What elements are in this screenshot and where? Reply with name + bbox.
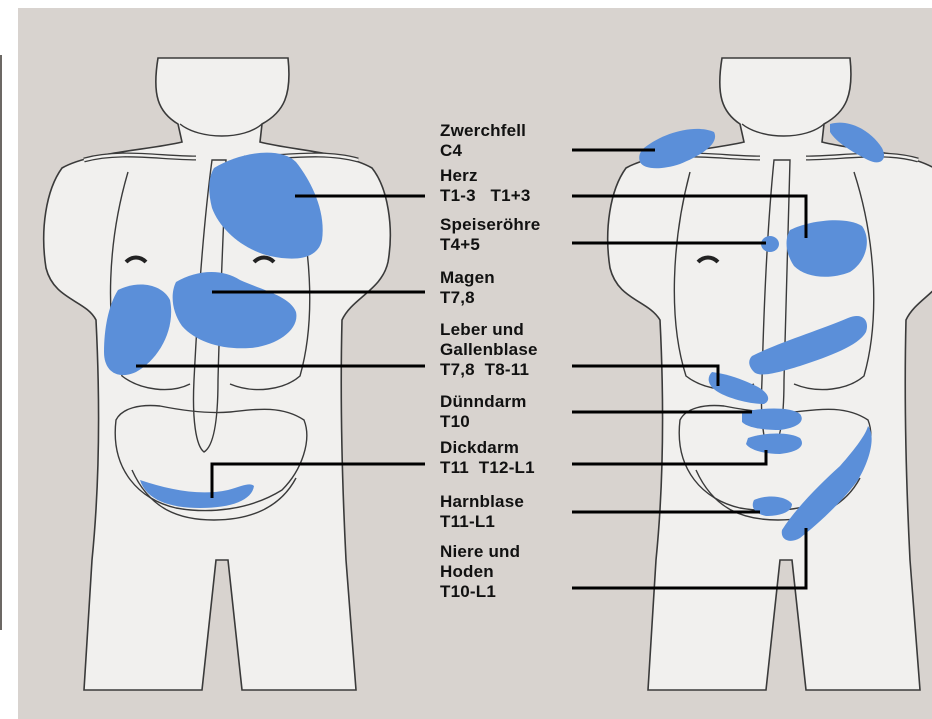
label-speiseroehre-line-2: T4+5 (440, 235, 540, 255)
label-harnblase-line-2: T11-L1 (440, 512, 524, 532)
label-harnblase-line-1: Harnblase (440, 492, 524, 512)
label-leber-line-2: Gallenblase (440, 340, 538, 360)
label-zwerchfell-line-2: C4 (440, 141, 526, 161)
label-niere-line-1: Niere und (440, 542, 520, 562)
label-harnblase: Harnblase T11-L1 (440, 492, 524, 532)
label-leber-line-1: Leber und (440, 320, 538, 340)
label-zwerchfell: Zwerchfell C4 (440, 121, 526, 161)
label-herz-line-1: Herz (440, 166, 531, 186)
label-herz-line-2: T1-3 T1+3 (440, 186, 531, 206)
label-niere-line-2: Hoden (440, 562, 520, 582)
label-dickdarm: Dickdarm T11 T12-L1 (440, 438, 535, 478)
label-duenndarm-line-1: Dünndarm (440, 392, 527, 412)
back-heart-area (787, 220, 867, 277)
label-herz: Herz T1-3 T1+3 (440, 166, 531, 206)
label-duenndarm: Dünndarm T10 (440, 392, 527, 432)
label-magen-line-1: Magen (440, 268, 495, 288)
label-dickdarm-line-1: Dickdarm (440, 438, 535, 458)
label-dickdarm-line-2: T11 T12-L1 (440, 458, 535, 478)
label-niere-line-3: T10-L1 (440, 582, 520, 602)
left-edge-mark (0, 55, 2, 630)
label-speiseroehre-line-1: Speiseröhre (440, 215, 540, 235)
label-zwerchfell-line-1: Zwerchfell (440, 121, 526, 141)
label-duenndarm-line-2: T10 (440, 412, 527, 432)
label-niere: Niere und Hoden T10-L1 (440, 542, 520, 602)
label-magen: Magen T7,8 (440, 268, 495, 308)
label-magen-line-2: T7,8 (440, 288, 495, 308)
label-leber: Leber und Gallenblase T7,8 T8-11 (440, 320, 538, 380)
label-leber-line-3: T7,8 T8-11 (440, 360, 538, 380)
label-speiseroehre: Speiseröhre T4+5 (440, 215, 540, 255)
